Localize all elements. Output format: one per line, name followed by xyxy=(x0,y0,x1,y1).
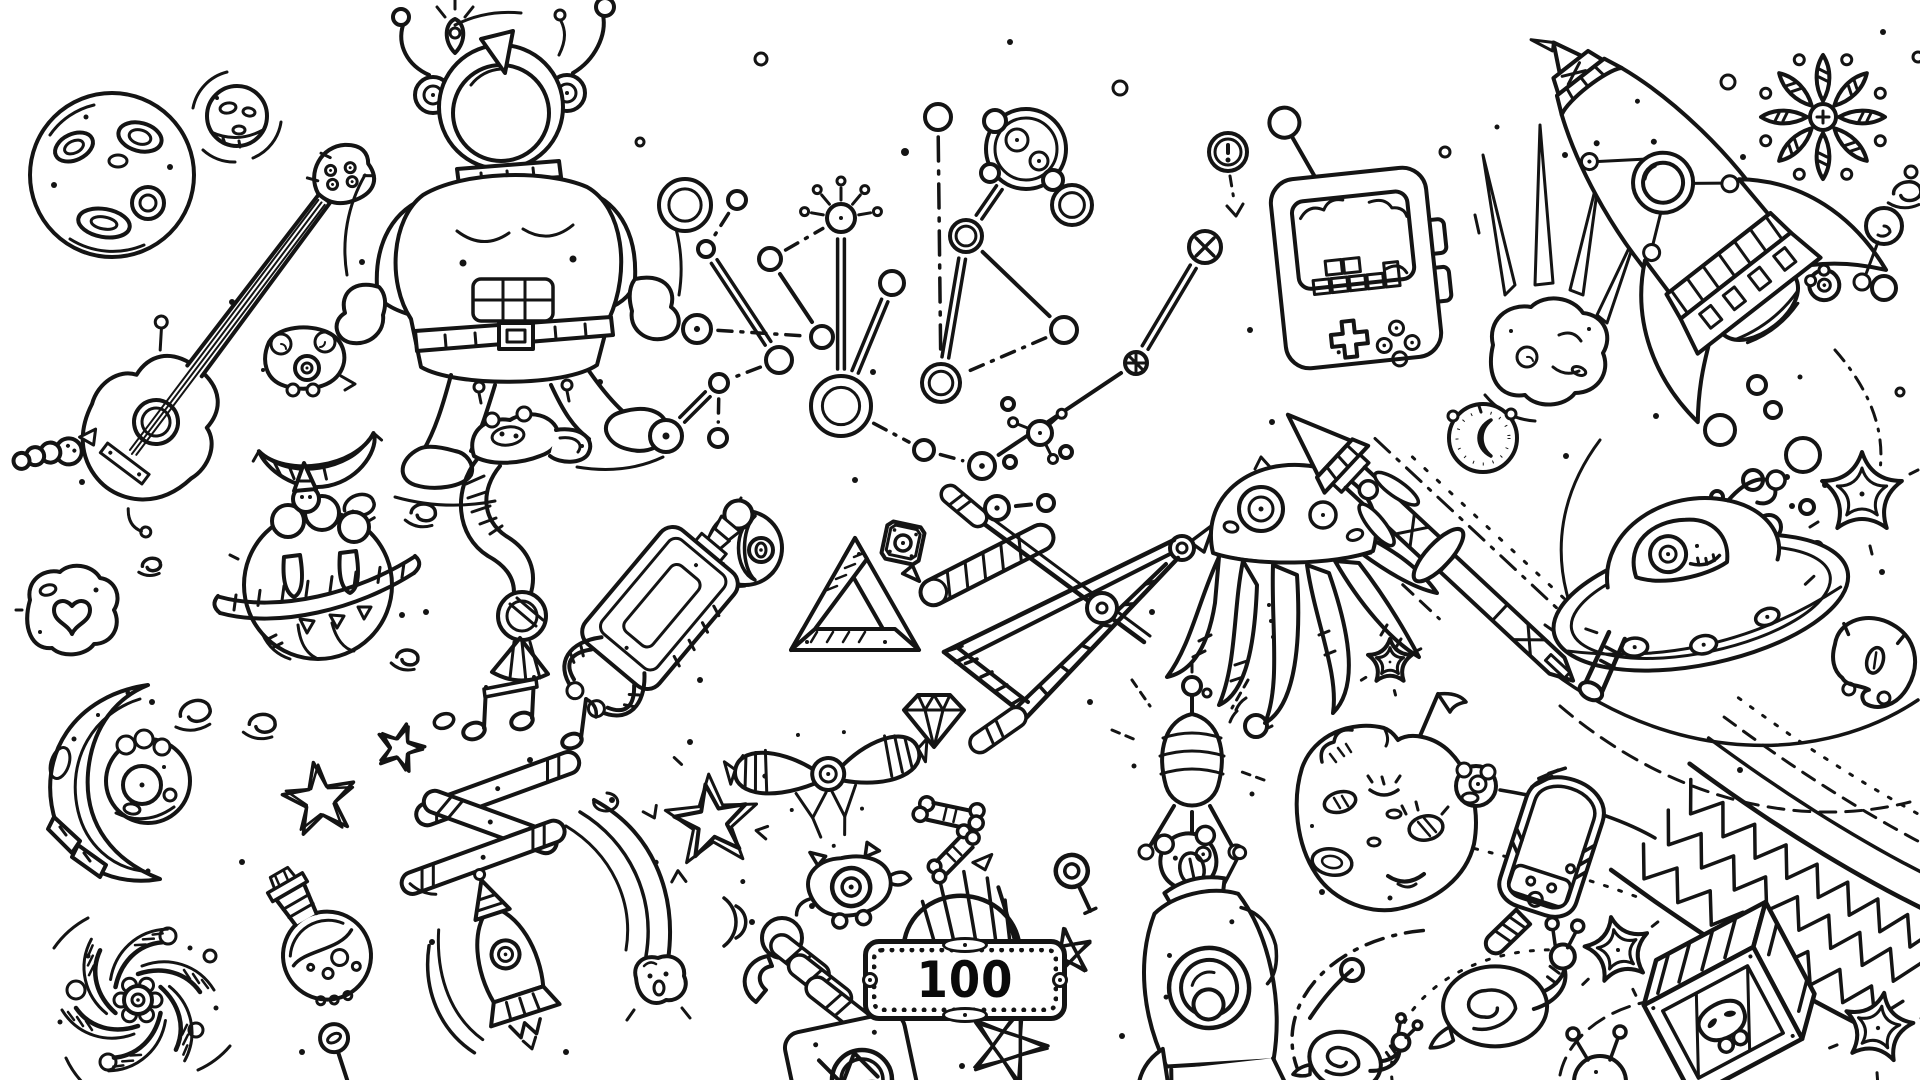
pentagram-star-1[interactable] xyxy=(959,993,1060,1080)
plaque-medallion-left xyxy=(862,972,878,988)
wavy-star-1[interactable] xyxy=(1810,452,1918,554)
snail-big[interactable] xyxy=(1415,913,1600,1062)
wooden-crate[interactable] xyxy=(1628,902,1831,1080)
ribbon-bow[interactable] xyxy=(722,720,937,859)
plaque-medallion-top xyxy=(942,937,988,953)
bear-rocket[interactable] xyxy=(1086,817,1307,1080)
ring-partial[interactable] xyxy=(832,1050,892,1080)
planet-with-moons[interactable] xyxy=(981,109,1066,190)
photo-dice[interactable] xyxy=(877,520,930,581)
easel-metronome[interactable] xyxy=(916,482,1214,757)
comet-with-face[interactable] xyxy=(566,793,690,1020)
lollipop[interactable] xyxy=(318,1022,354,1080)
heart-asteroid[interactable] xyxy=(16,566,118,655)
crescent-moon-cradle[interactable] xyxy=(46,685,190,881)
z-girder[interactable] xyxy=(384,748,596,899)
octopus-alien[interactable] xyxy=(1167,457,1437,723)
ghost-blob[interactable] xyxy=(1827,613,1920,711)
asteroid-face[interactable] xyxy=(193,72,281,162)
seahorse-snake[interactable] xyxy=(461,407,590,682)
flower-starburst[interactable] xyxy=(1721,29,1920,179)
snail-small[interactable] xyxy=(1291,997,1423,1080)
banana-peel-smile[interactable] xyxy=(252,432,387,496)
spiral-molecule[interactable] xyxy=(1854,208,1902,300)
music-notes[interactable] xyxy=(432,677,596,751)
mini-swirl-3[interactable] xyxy=(173,699,213,733)
apple-face-asteroid[interactable] xyxy=(1297,694,1496,911)
monster-ring-planet[interactable] xyxy=(214,463,419,659)
acoustic-guitar[interactable] xyxy=(10,94,413,557)
score-value: 100 xyxy=(916,951,1014,1009)
crescent-badge[interactable] xyxy=(1448,404,1517,472)
exclamation-beacon[interactable] xyxy=(1209,133,1247,216)
corner-swirl[interactable] xyxy=(1888,182,1920,208)
popsicle[interactable] xyxy=(1476,760,1614,976)
big-rocket[interactable] xyxy=(1448,0,1890,423)
wavy-star-3[interactable] xyxy=(1826,985,1920,1080)
plaque-medallion-bottom xyxy=(942,1007,988,1023)
potion-flask[interactable] xyxy=(241,850,390,1020)
space-beetle[interactable] xyxy=(261,327,355,396)
penrose-triangle[interactable] xyxy=(791,538,919,650)
mini-swirl-5[interactable] xyxy=(390,647,419,672)
small-rocket[interactable] xyxy=(399,859,570,1074)
spiral-galaxy[interactable] xyxy=(54,915,230,1080)
antenna-bug[interactable] xyxy=(1567,1026,1626,1080)
controller-pet[interactable] xyxy=(788,837,916,934)
jester-astronaut[interactable] xyxy=(337,0,682,505)
cratered-moon-planet[interactable] xyxy=(30,93,194,257)
ring-wand[interactable] xyxy=(1051,850,1105,918)
score-plaque: 100 xyxy=(862,937,1068,1023)
mini-swirl-4[interactable] xyxy=(243,712,276,740)
sword-rocket[interactable] xyxy=(1256,375,1609,714)
plaque-medallion-right xyxy=(1052,972,1068,988)
sketch-star-2[interactable] xyxy=(371,717,430,775)
diamond-gem[interactable] xyxy=(904,695,964,747)
shooting-star-burst[interactable] xyxy=(635,742,785,899)
sled-telescope[interactable] xyxy=(542,473,788,739)
mini-swirl-6[interactable] xyxy=(139,558,161,575)
handheld-game-console[interactable] xyxy=(1261,92,1458,377)
mini-swirl-2[interactable] xyxy=(405,502,437,529)
sketch-star-1[interactable] xyxy=(277,755,363,839)
ufo-saucer[interactable] xyxy=(1531,461,1864,710)
constellation-map[interactable] xyxy=(650,104,1221,520)
wavy-star-4[interactable] xyxy=(1361,639,1420,695)
wavy-star-2[interactable] xyxy=(1570,908,1671,1006)
bone-pair[interactable] xyxy=(911,786,988,886)
